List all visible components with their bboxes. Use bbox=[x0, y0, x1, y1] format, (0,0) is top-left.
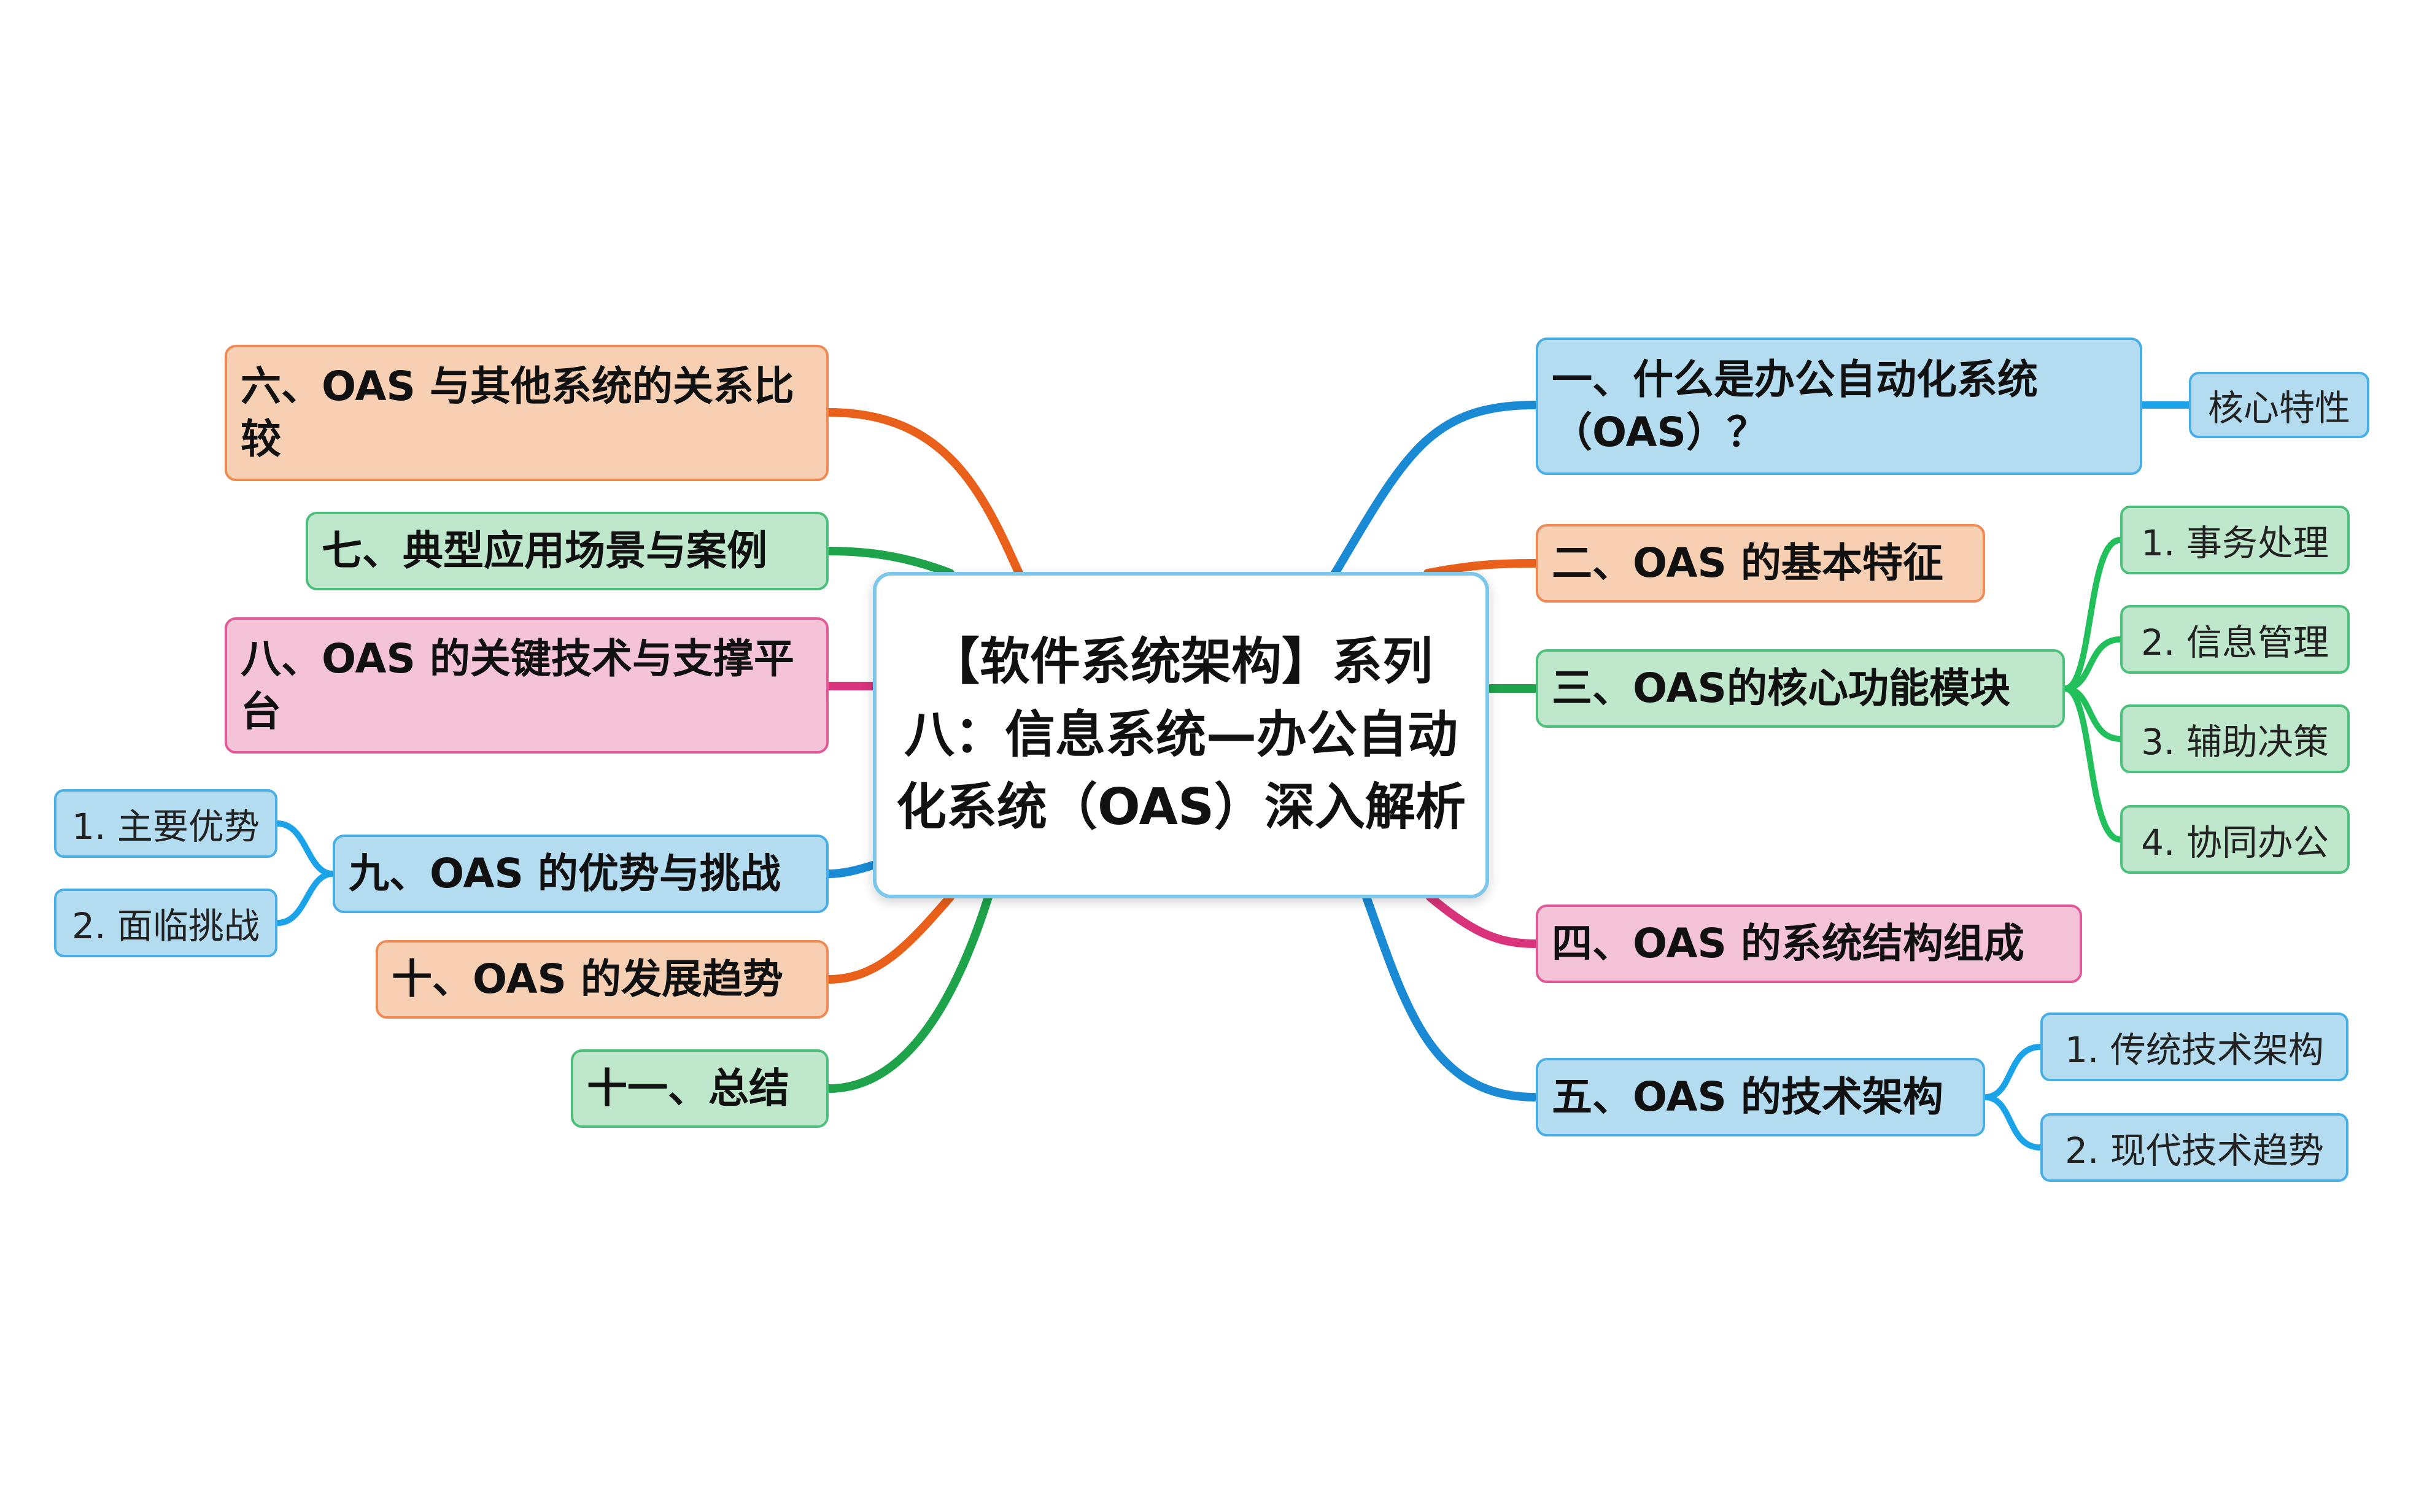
branch-9-pros-cons[interactable]: 九、OAS 的优势与挑战 bbox=[333, 835, 829, 913]
branch-2-basic-features[interactable]: 二、OAS 的基本特征 bbox=[1536, 524, 1985, 603]
connector-leaf-5-2 bbox=[1982, 1094, 2043, 1151]
connector-l11 bbox=[824, 893, 993, 1093]
connector-leaf-3-4 bbox=[2062, 685, 2123, 843]
leaf-challenges[interactable]: 2. 面临挑战 bbox=[54, 889, 277, 957]
branch-10-label: 十、OAS 的发展趋势 bbox=[392, 955, 783, 1003]
connector-l7 bbox=[824, 547, 954, 577]
leaf-traditional-architecture[interactable]: 1. 传统技术架构 bbox=[2040, 1012, 2348, 1081]
leaf-label: 2. 信息管理 bbox=[2141, 622, 2329, 663]
connector-leaf-9-1 bbox=[274, 820, 336, 877]
connector-leaf-3-2 bbox=[2062, 636, 2123, 692]
branch-10-trends[interactable]: 十、OAS 的发展趋势 bbox=[376, 940, 829, 1019]
branch-6-label: 六、OAS 与其他系统的关系比较 bbox=[241, 363, 794, 463]
leaf-transaction-processing[interactable]: 1. 事务处理 bbox=[2120, 506, 2350, 574]
connector-leaf-5-1 bbox=[1982, 1044, 2043, 1100]
connector-r1 bbox=[1331, 401, 1540, 577]
central-topic[interactable]: 【软件系统架构】系列八：信息系统—办公自动化系统（OAS）深入解析 bbox=[873, 572, 1489, 898]
leaf-label: 1. 传统技术架构 bbox=[2065, 1029, 2324, 1071]
leaf-label: 2. 现代技术趋势 bbox=[2065, 1130, 2324, 1171]
leaf-label: 4. 协同办公 bbox=[2141, 822, 2329, 863]
connector-r5 bbox=[1362, 893, 1540, 1101]
branch-7-label: 七、典型应用场景与案例 bbox=[322, 527, 767, 575]
leaf-modern-trends[interactable]: 2. 现代技术趋势 bbox=[2040, 1113, 2348, 1182]
branch-7-use-cases[interactable]: 七、典型应用场景与案例 bbox=[306, 512, 829, 590]
central-topic-label: 【软件系统架构】系列八：信息系统—办公自动化系统（OAS）深入解析 bbox=[896, 632, 1466, 837]
branch-8-label: 八、OAS 的关键技术与支撑平台 bbox=[241, 635, 794, 735]
leaf-core-features-label: 核心特性 bbox=[2207, 387, 2350, 429]
branch-11-label: 十一、总结 bbox=[587, 1065, 789, 1113]
branch-8-key-technologies[interactable]: 八、OAS 的关键技术与支撑平台 bbox=[225, 617, 829, 754]
leaf-label: 2. 面临挑战 bbox=[72, 905, 260, 947]
leaf-label: 1. 事务处理 bbox=[2141, 522, 2329, 564]
leaf-core-features[interactable]: 核心特性 bbox=[2189, 372, 2369, 438]
leaf-label: 1. 主要优势 bbox=[72, 806, 260, 847]
branch-4-structure[interactable]: 四、OAS 的系统结构组成 bbox=[1536, 904, 2082, 983]
leaf-information-management[interactable]: 2. 信息管理 bbox=[2120, 605, 2350, 674]
branch-1-label: 一、什么是办公自动化系统（OAS）？ bbox=[1552, 356, 2038, 456]
leaf-decision-support[interactable]: 3. 辅助决策 bbox=[2120, 704, 2350, 773]
branch-3-label: 三、OAS的核心功能模块 bbox=[1552, 665, 2010, 712]
branch-3-core-modules[interactable]: 三、OAS的核心功能模块 bbox=[1536, 649, 2065, 728]
connector-l6 bbox=[824, 408, 1023, 577]
branch-2-label: 二、OAS 的基本特征 bbox=[1552, 539, 1943, 587]
connector-l9 bbox=[824, 861, 877, 878]
branch-11-summary[interactable]: 十一、总结 bbox=[571, 1049, 829, 1128]
connector-leaf-9-2 bbox=[274, 871, 336, 926]
connector-r2 bbox=[1423, 559, 1540, 577]
connector-r4 bbox=[1426, 893, 1540, 948]
leaf-main-advantages[interactable]: 1. 主要优势 bbox=[54, 789, 277, 858]
leaf-collaborative-office[interactable]: 4. 协同办公 bbox=[2120, 805, 2350, 874]
branch-4-label: 四、OAS 的系统结构组成 bbox=[1552, 920, 2024, 968]
branch-9-label: 九、OAS 的优势与挑战 bbox=[349, 850, 781, 898]
leaf-label: 3. 辅助决策 bbox=[2141, 721, 2329, 763]
connector-leaf-3-1 bbox=[2062, 537, 2123, 692]
connector-l10 bbox=[824, 893, 954, 984]
branch-5-tech-architecture[interactable]: 五、OAS 的技术架构 bbox=[1536, 1058, 1985, 1136]
branch-1-what-is-oas[interactable]: 一、什么是办公自动化系统（OAS）？ bbox=[1536, 338, 2142, 475]
branch-6-comparison[interactable]: 六、OAS 与其他系统的关系比较 bbox=[225, 345, 829, 481]
branch-5-label: 五、OAS 的技术架构 bbox=[1552, 1073, 1943, 1121]
